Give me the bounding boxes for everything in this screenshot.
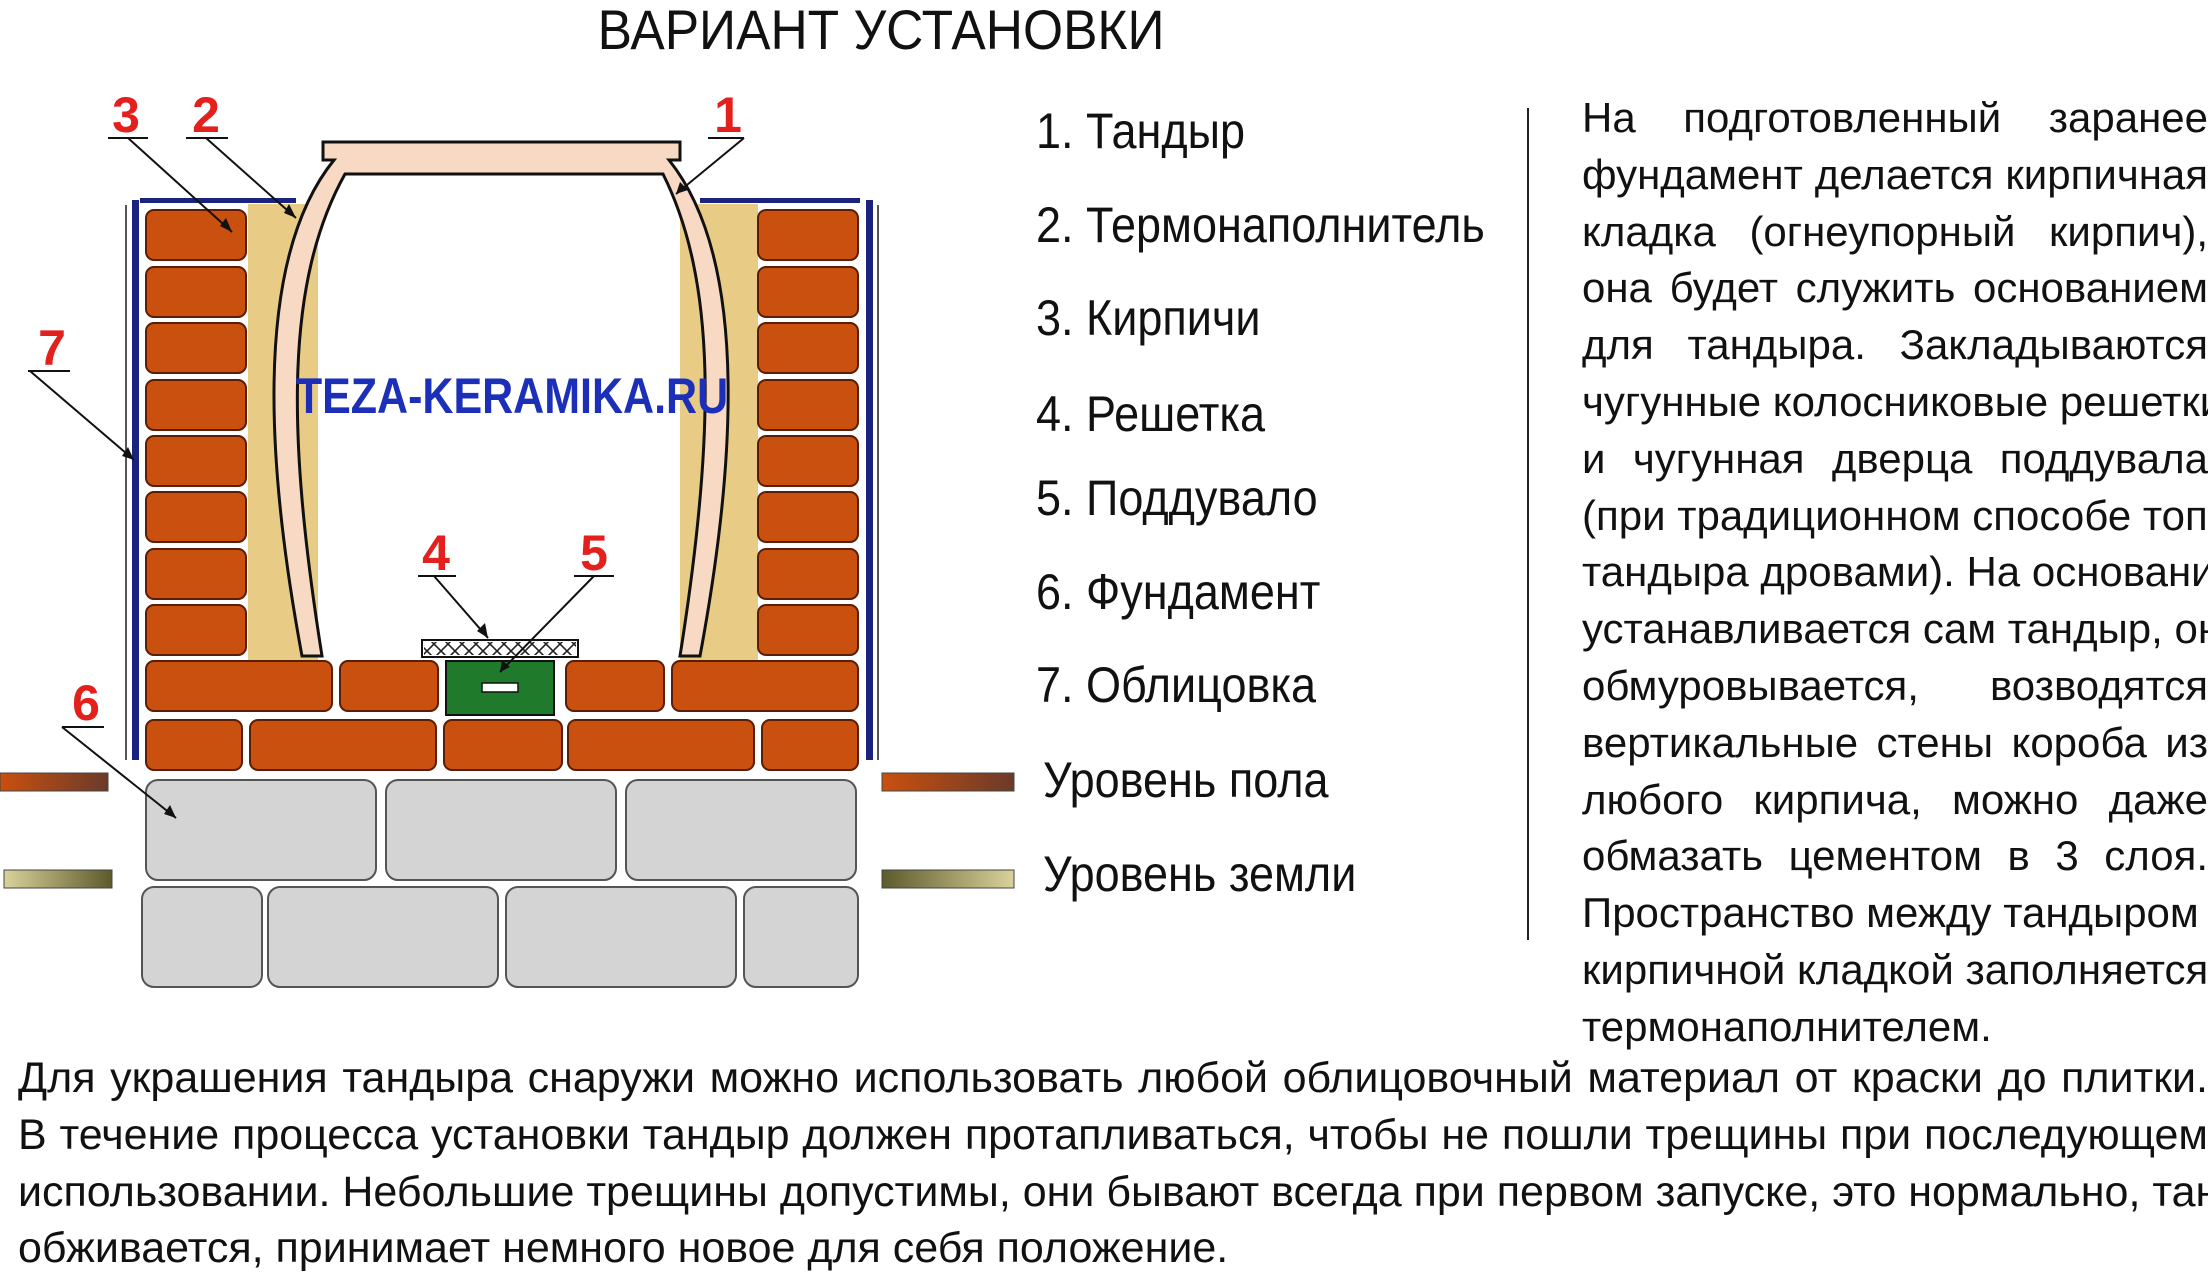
callout-5: 5 — [580, 525, 608, 581]
description-line: обмазать цементом в 3 слоя. — [1582, 832, 2208, 880]
tandoor — [272, 140, 730, 658]
page-title: ВАРИАНТ УСТАНОВКИ — [597, 0, 1165, 61]
description-line: кирпичной кладкой заполняется — [1582, 945, 2208, 993]
description-line: и чугунная дверца поддувала — [1582, 434, 2208, 482]
vertical-divider — [1527, 108, 1529, 940]
ground-level-left — [3, 869, 113, 889]
ash-pit-door — [445, 660, 555, 716]
description-line: вертикальные стены короба из — [1582, 718, 2208, 766]
description-line: устанавливается сам тандыр, он — [1582, 605, 2208, 653]
legend-item-thermal-filler: 2. Термонаполнитель — [1036, 197, 1485, 253]
tandoor-installation-diagram: TEZA-KERAMIKA.RU 1 2 3 4 5 6 7 — [0, 87, 1015, 988]
description-line: обмуровывается, возводятся — [1582, 661, 2208, 709]
decoration-note: Для украшения тандыра снаружи можно испо… — [18, 1050, 2208, 1277]
description-line: она будет служить основанием — [1582, 264, 2208, 312]
cladding — [125, 198, 879, 760]
grate — [421, 639, 579, 658]
callout-4: 4 — [422, 525, 450, 581]
installation-description: На подготовленный заранее фундамент дела… — [1582, 90, 2208, 1056]
ground-level-right — [881, 869, 1015, 889]
legend-floor-level: Уровень пола — [1043, 752, 1329, 808]
description-line: фундамент делается кирпичная — [1582, 150, 2208, 198]
legend-ground-level: Уровень земли — [1043, 846, 1357, 902]
legend-item-cladding: 7. Облицовка — [1036, 657, 1317, 713]
floor-level-right — [881, 772, 1015, 792]
callout-6: 6 — [72, 675, 100, 731]
thermal-filler — [248, 204, 758, 660]
description-line: термонаполнителем. — [1582, 1002, 1992, 1050]
legend-item-grate: 4. Решетка — [1036, 386, 1266, 442]
description-line: Пространство между тандыром и — [1582, 889, 2208, 937]
note-line: обживается, принимает немного новое для … — [18, 1224, 1229, 1273]
brick-wall-left — [145, 209, 247, 656]
callout-3: 3 — [112, 87, 140, 143]
description-line: На подготовленный заранее — [1582, 94, 2208, 141]
note-line: В течение процесса установки тандыр долж… — [18, 1110, 2208, 1159]
legend-item-tandoor: 1. Тандыр — [1036, 103, 1246, 159]
callout-arrows — [122, 182, 688, 818]
callout-7: 7 — [38, 320, 66, 376]
callout-2: 2 — [192, 87, 220, 143]
description-line: для тандыра. Закладываются — [1582, 321, 2208, 369]
legend-item-foundation: 6. Фундамент — [1036, 564, 1321, 620]
legend-item-bricks: 3. Кирпичи — [1036, 290, 1261, 346]
floor-level-left — [0, 772, 109, 792]
watermark: TEZA-KERAMIKA.RU — [296, 368, 728, 424]
description-line: (при традиционном способе топки — [1582, 491, 2208, 539]
description-line: любого кирпича, можно даже — [1582, 775, 2208, 823]
brick-base — [145, 660, 859, 771]
legend-item-ash-pit: 5. Поддувало — [1036, 470, 1318, 526]
note-line: использовании. Небольшие трещины допусти… — [18, 1167, 2208, 1216]
brick-wall-right — [757, 209, 859, 656]
callout-leaders — [28, 137, 745, 819]
note-line: Для украшения тандыра снаружи можно испо… — [18, 1054, 2208, 1102]
callout-1: 1 — [714, 87, 742, 143]
description-line: чугунные колосниковые решетки — [1582, 377, 2208, 425]
foundation — [141, 779, 859, 988]
description-line: тандыра дровами). На основание — [1582, 548, 2208, 596]
description-line: кладка (огнеупорный кирпич), — [1582, 207, 2208, 255]
